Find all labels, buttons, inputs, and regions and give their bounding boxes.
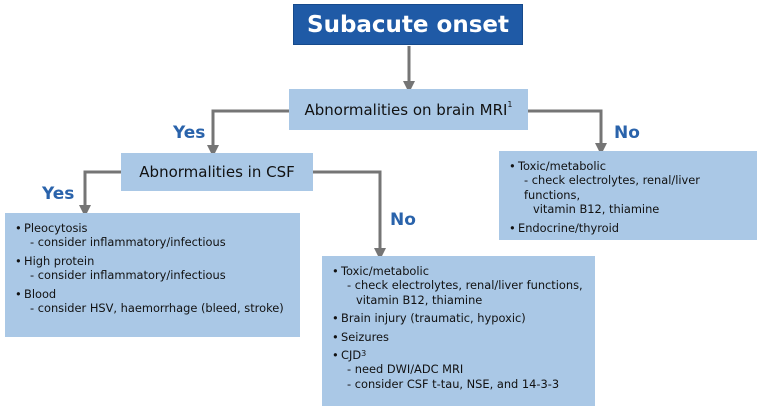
item-main: High protein <box>24 253 95 268</box>
brain-mri-label: Abnormalities on brain MRI1 <box>304 99 513 119</box>
item-sub: - need DWI/ADC MRI <box>347 362 464 377</box>
list-item: Toxic/metabolic - check electrolytes, re… <box>509 159 749 217</box>
item-sub: - consider inflammatory/infectious <box>30 268 226 283</box>
item-sub: vitamin B12, thiamine <box>356 292 483 307</box>
item-sub: - check electrolytes, renal/liver functi… <box>524 173 700 202</box>
subacute-onset-title: Subacute onset <box>307 11 509 38</box>
list-item: Endocrine/thyroid <box>509 220 749 236</box>
mri-yes-label: Yes <box>173 123 206 143</box>
item-main: Toxic/metabolic <box>341 264 429 278</box>
item-sub: - consider HSV, haemorrhage (bleed, stro… <box>30 301 284 316</box>
csf-no-label: No <box>390 210 416 230</box>
arrow-mri-no <box>528 109 607 155</box>
csf-yes-box: Pleocytosis - consider inflammatory/infe… <box>5 213 300 337</box>
list-item: CJD3 - need DWI/ADC MRI - consider CSF t… <box>332 348 587 391</box>
item-main: Endocrine/thyroid <box>518 220 620 235</box>
item-main: CJD3 <box>341 348 367 363</box>
list-item: Pleocytosis - consider inflammatory/infe… <box>15 221 292 250</box>
list-item: Brain injury (traumatic, hypoxic) <box>332 311 587 326</box>
item-sub: - consider CSF t-tau, NSE, and 14-3-3 <box>347 376 560 391</box>
mri-no-box: Toxic/metabolic - check electrolytes, re… <box>499 151 757 240</box>
csf-box: Abnormalities in CSF <box>121 153 313 191</box>
brain-mri-box: Abnormalities on brain MRI1 <box>289 89 528 130</box>
csf-yes-label: Yes <box>42 184 75 204</box>
item-sub: - check electrolytes, renal/liver functi… <box>347 278 583 293</box>
arrow-csf-no <box>313 170 386 260</box>
csf-no-box: Toxic/metabolic - check electrolytes, re… <box>322 256 595 406</box>
item-main: Blood <box>24 286 57 301</box>
item-main: Brain injury (traumatic, hypoxic) <box>341 311 526 326</box>
list-item: Toxic/metabolic - check electrolytes, re… <box>332 264 587 307</box>
item-main: Toxic/metabolic <box>518 159 606 173</box>
arrow-csf-yes <box>79 170 121 217</box>
list-item: Blood - consider HSV, haemorrhage (bleed… <box>15 287 292 316</box>
item-main: Seizures <box>341 329 389 344</box>
subacute-onset-box: Subacute onset <box>293 4 523 45</box>
item-sub: vitamin B12, thiamine <box>533 202 660 217</box>
csf-label: Abnormalities in CSF <box>139 163 295 181</box>
mri-no-label: No <box>614 123 640 143</box>
item-main: Pleocytosis <box>24 221 88 235</box>
list-item: High protein - consider inflammatory/inf… <box>15 254 292 283</box>
arrow-mri-yes <box>207 109 289 157</box>
list-item: Seizures <box>332 329 587 345</box>
item-sub: - consider inflammatory/infectious <box>30 235 226 250</box>
